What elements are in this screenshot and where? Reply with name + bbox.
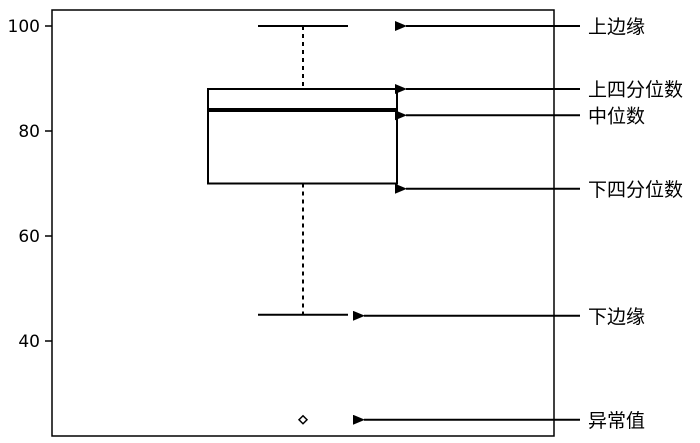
interquartile-box [207,88,398,185]
annotation-label: 中位数 [588,105,645,127]
outlier-point [297,414,309,425]
annotation-label: 异常值 [588,410,645,432]
annotation-label: 上四分位数 [588,79,683,101]
boxplot-group [207,25,398,425]
annotation-label: 上边缘 [588,16,645,38]
plot-frame [51,9,555,437]
y-axis: 40 60 80 100 [8,17,52,352]
y-tick-label: 100 [8,17,40,37]
y-tick-label: 40 [18,332,40,352]
annotation-label: 下四分位数 [588,179,683,201]
y-tick-label: 60 [18,227,40,247]
annotation-label: 下边缘 [588,306,645,328]
y-tick-label: 80 [18,122,40,142]
